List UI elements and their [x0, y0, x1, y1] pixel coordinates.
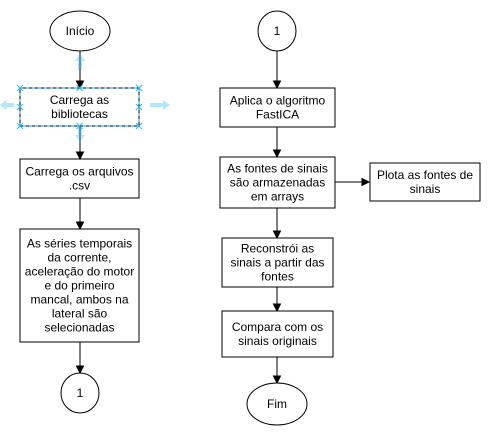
node-label-line: FastICA — [256, 108, 299, 122]
node-label: 1 — [274, 24, 281, 38]
process-shape[interactable] — [369, 162, 481, 202]
node-label-line: As fontes de sinais — [227, 162, 328, 176]
node-label-line: bibliotecas — [51, 107, 108, 121]
arrow-right-icon[interactable] — [150, 100, 170, 110]
node-connector-left[interactable]: 1 — [60, 372, 100, 414]
arrowhead-icon — [272, 230, 282, 240]
node-label-line: sinais originais — [238, 334, 317, 348]
node-label-line: e do primeiro — [44, 279, 114, 293]
node-label: Carrega os arquivos.csv — [25, 165, 133, 193]
resize-handle[interactable] — [16, 122, 24, 130]
node-label-line: Reconstrói as — [241, 242, 314, 256]
arrowhead-icon — [75, 221, 85, 231]
arrowhead-icon — [75, 151, 85, 161]
node-label-line: .csv — [69, 179, 90, 193]
resize-handle[interactable] — [76, 84, 83, 92]
node-label-line: fontes — [261, 270, 294, 284]
arrowhead-icon — [272, 80, 282, 90]
node-label: Fim — [267, 397, 287, 411]
node-label-line: As séries temporais — [27, 237, 132, 251]
start-terminator-shape[interactable] — [49, 10, 111, 52]
resize-handle[interactable] — [16, 84, 24, 92]
node-label-line: Compara com os — [232, 320, 323, 334]
node-connector-right[interactable]: 1 — [257, 10, 297, 52]
arrowhead-icon — [272, 303, 282, 313]
arrowhead-icon — [361, 177, 371, 187]
end-terminator-shape[interactable] — [246, 382, 308, 426]
process-shape[interactable] — [19, 158, 140, 199]
arrowhead-icon — [75, 80, 85, 90]
node-carrega-arquivos[interactable]: Carrega os arquivos.csv — [19, 158, 140, 199]
process-shape[interactable] — [219, 156, 336, 209]
node-inicio[interactable]: Início — [49, 10, 111, 52]
arrowhead-icon — [75, 365, 85, 375]
selection-handles — [16, 84, 143, 130]
resize-handle[interactable] — [135, 103, 143, 111]
arrow-left-icon[interactable] — [0, 100, 14, 110]
resize-handle[interactable] — [135, 84, 143, 92]
process-shape[interactable] — [19, 228, 140, 343]
node-label: Início — [66, 24, 95, 38]
off-page-connector-shape[interactable] — [60, 372, 100, 414]
node-label-line: em arrays — [251, 190, 304, 204]
process-shape[interactable] — [221, 237, 334, 288]
node-label-line: Carrega as — [50, 93, 109, 107]
node-label-line: da corrente, — [47, 251, 111, 265]
resize-handle[interactable] — [135, 122, 143, 130]
resize-handle[interactable] — [76, 122, 83, 130]
arrowhead-icon — [272, 149, 282, 159]
edges — [75, 51, 371, 385]
node-fim[interactable]: Fim — [246, 382, 308, 426]
node-label: 1 — [77, 386, 84, 400]
node-label-line: sinais a partir das — [230, 256, 324, 270]
node-label-line: Carrega os arquivos — [25, 165, 133, 179]
selection-hover-arrows — [0, 54, 170, 142]
node-label-line: Aplica o algoritmo — [230, 94, 326, 108]
process-shape[interactable] — [219, 87, 336, 128]
node-label-line: Fim — [267, 397, 287, 411]
node-label-line: Início — [66, 24, 95, 38]
node-label-line: 1 — [274, 24, 281, 38]
node-label-line: 1 — [77, 386, 84, 400]
process-shape[interactable] — [221, 310, 334, 358]
node-label-line: são armazenadas — [230, 176, 325, 190]
off-page-connector-shape[interactable] — [257, 10, 297, 52]
resize-handle[interactable] — [16, 103, 24, 111]
node-label-line: Plota as fontes de — [377, 168, 473, 182]
node-label-line: selecionadas — [44, 321, 114, 335]
arrowhead-icon — [272, 375, 282, 385]
node-label-line: lateral são — [52, 307, 108, 321]
arrow-up-icon[interactable] — [75, 54, 85, 70]
node-label-line: mancal, ambos na — [30, 293, 128, 307]
node-label-line: sinais — [410, 182, 441, 196]
node-label-line: aceleração do motor — [25, 265, 134, 279]
arrow-down-icon[interactable] — [75, 128, 85, 142]
